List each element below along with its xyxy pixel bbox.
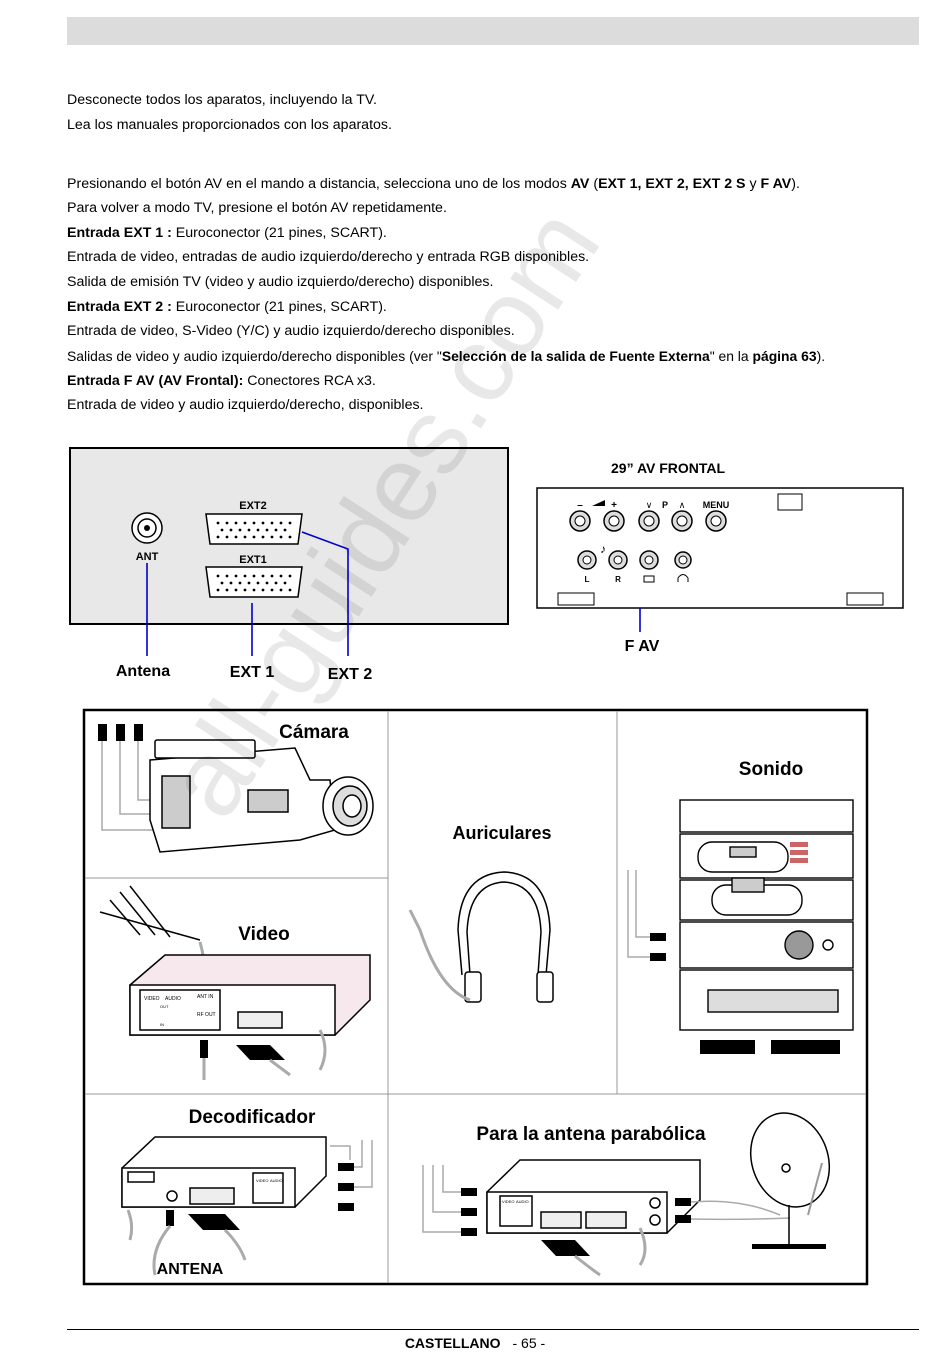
header-bar bbox=[67, 17, 919, 45]
devices-diagram: Cámara Auriculares Sonido bbox=[82, 708, 869, 1286]
front-panel-diagram: 29” AV FRONTAL – + ∨ P ∧ MENU ♪ L R F AV bbox=[536, 460, 904, 655]
decoder-video-label: VIDEO bbox=[256, 1178, 268, 1183]
ext2-line-2: Entrada de video, S-Video (Y/C) y audio … bbox=[67, 323, 515, 339]
ext1-heading: Entrada EXT 1 : Euroconector (21 pines, … bbox=[67, 225, 387, 241]
headphone-icon bbox=[677, 574, 689, 582]
volume-minus-label: – bbox=[577, 500, 583, 511]
ant-in-label: ANT IN bbox=[197, 994, 214, 1000]
ext1-callout: EXT 1 bbox=[230, 664, 275, 681]
footer-divider bbox=[67, 1329, 919, 1330]
music-note-icon: ♪ bbox=[600, 542, 606, 556]
decodificador-label: Decodificador bbox=[189, 1107, 316, 1128]
fav-callout: F AV bbox=[625, 638, 660, 655]
ext2-line-3: Salidas de video y audio izquierdo/derec… bbox=[67, 348, 826, 364]
auriculares-label: Auriculares bbox=[452, 823, 551, 843]
footer-language: CASTELLANO bbox=[404, 1335, 501, 1351]
ant-label: ANT bbox=[136, 551, 159, 563]
sonido-label: Sonido bbox=[739, 759, 803, 780]
video-device-label: Video bbox=[238, 924, 289, 945]
ext1-line-2: Entrada de video, entradas de audio izqu… bbox=[67, 249, 590, 265]
antena-callout: Antena bbox=[116, 663, 170, 680]
video-input-icon bbox=[643, 575, 655, 583]
audio-out-label: AUDIO bbox=[165, 996, 181, 1002]
ext2-port-label: EXT2 bbox=[239, 500, 267, 512]
audio-l-label: L bbox=[585, 575, 590, 584]
ext1-port-label: EXT1 bbox=[239, 554, 267, 566]
av-paragraph-1: Presionando el botón AV en el mando a di… bbox=[67, 176, 800, 192]
front-panel-title: 29” AV FRONTAL bbox=[611, 460, 726, 476]
ext2-heading: Entrada EXT 2 : Euroconector (21 pines, … bbox=[67, 299, 387, 315]
volume-plus-label: + bbox=[611, 500, 617, 511]
av-paragraph-2: Para volver a modo TV, presione el botón… bbox=[67, 200, 447, 216]
intro-line-2: Lea los manuales proporcionados con los … bbox=[67, 117, 392, 133]
footer: CASTELLANO - 65 - bbox=[0, 1335, 950, 1351]
ext2-callout: EXT 2 bbox=[328, 666, 373, 683]
page-number: - 65 - bbox=[512, 1335, 546, 1351]
rear-panel-diagram: ANT EXT2 EXT1 Antena EXT 1 EXT 2 bbox=[69, 447, 509, 683]
sat-video-label: VIDEO bbox=[502, 1199, 514, 1204]
ext1-line-3: Salida de emisión TV (video y audio izqu… bbox=[67, 274, 494, 290]
video-out-label: VIDEO bbox=[144, 996, 160, 1002]
program-up-label: ∧ bbox=[679, 500, 686, 510]
program-p-label: P bbox=[662, 500, 668, 510]
program-down-label: ∨ bbox=[646, 500, 653, 510]
in-label: IN bbox=[160, 1022, 164, 1027]
rf-out-label: RF OUT bbox=[197, 1012, 216, 1018]
fav-line-2: Entrada de video y audio izquierdo/derec… bbox=[67, 397, 424, 413]
antena-parabolica-label: Para la antena parabólica bbox=[476, 1124, 706, 1145]
camara-label: Cámara bbox=[279, 722, 349, 743]
intro-line-1: Desconecte todos los aparatos, incluyend… bbox=[67, 92, 377, 108]
fav-heading: Entrada F AV (AV Frontal): Conectores RC… bbox=[67, 373, 376, 389]
decoder-audio-label: AUDIO bbox=[270, 1178, 283, 1183]
audio-r-label: R bbox=[615, 575, 621, 584]
out-label: OUT bbox=[160, 1004, 169, 1009]
menu-label: MENU bbox=[703, 500, 730, 510]
sat-audio-label: AUDIO bbox=[516, 1199, 529, 1204]
volume-ramp-icon bbox=[592, 500, 605, 506]
antena-decoder-label: ANTENA bbox=[157, 1261, 224, 1278]
